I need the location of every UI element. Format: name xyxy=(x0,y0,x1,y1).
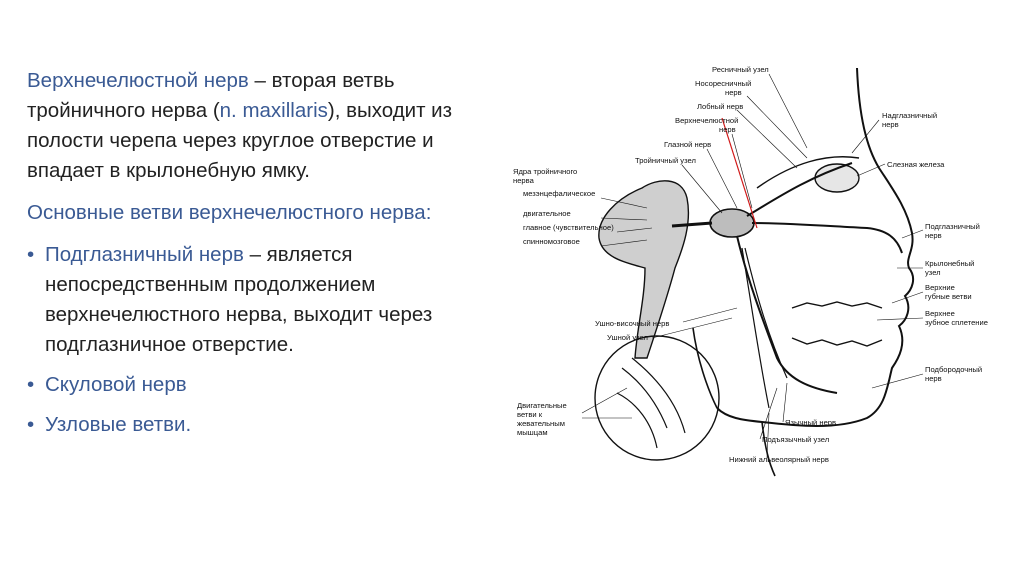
trigeminal-nerve-diagram: Ресничный узел Носоресничный нерв Лобный… xyxy=(507,58,1007,478)
bullet-icon: • xyxy=(27,240,34,270)
bullet-term: Скуловой нерв xyxy=(45,373,187,396)
bullet-icon: • xyxy=(27,370,34,400)
upper-teeth xyxy=(792,302,882,308)
label-auriculotemporal: Ушно-височный нерв xyxy=(595,319,669,328)
text-column: Верхнечелюстной нерв – вторая ветвь трой… xyxy=(27,66,497,450)
label-nuclei: Ядра тройничного xyxy=(513,167,577,176)
lower-teeth xyxy=(792,338,882,346)
list-item: •Подглазничный нерв – является непосредс… xyxy=(27,240,497,360)
neck-outline xyxy=(693,328,775,476)
anatomy-figure: Ресничный узел Носоресничный нерв Лобный… xyxy=(507,58,1007,478)
label-mental-nerve-2: нерв xyxy=(925,374,942,383)
label-infraorbital-2: нерв xyxy=(925,231,942,240)
label-infraorbital: Подглазничный xyxy=(925,222,980,231)
label-lingual-nerve: Язычный нерв xyxy=(785,418,836,427)
label-mesencephalic: мезэнцефалическое xyxy=(523,189,595,198)
label-supraorbital: Надглазничный xyxy=(882,111,937,120)
label-nasociliary: Носоресничный xyxy=(695,79,751,88)
label-ophthalmic-nerve: Глазной нерв xyxy=(664,140,711,149)
label-ciliary-ganglion: Ресничный узел xyxy=(712,65,769,74)
label-inferior-alveolar: Нижний альвеолярный нерв xyxy=(729,455,829,464)
label-pterygopalatine-2: узел xyxy=(925,268,941,277)
label-maxillary-nerve-2: нерв xyxy=(719,125,736,134)
label-motor-nucleus: двигательное xyxy=(523,209,571,218)
label-nasociliary-2: нерв xyxy=(725,88,742,97)
label-motor-branches-2: ветви к xyxy=(517,410,543,419)
label-dental-plexus-2: зубное сплетение xyxy=(925,318,988,327)
label-motor-branches: Двигательные xyxy=(517,401,567,410)
label-motor-branches-4: мышцам xyxy=(517,428,548,437)
maxillary-nerve xyxy=(752,223,902,253)
mandibular-nerve xyxy=(737,236,837,393)
branches-heading: Основные ветви верхнечелюстного нерва: xyxy=(27,198,497,228)
label-spinal-nucleus: спинномозговое xyxy=(523,237,580,246)
muscle-fibers xyxy=(617,358,685,448)
list-item: • Скуловой нерв xyxy=(27,370,497,400)
intro-latin: n. maxillaris xyxy=(220,99,328,122)
label-upper-labial-2: губные ветви xyxy=(925,292,972,301)
intro-paragraph: Верхнечелюстной нерв – вторая ветвь трой… xyxy=(27,66,497,186)
label-principal-nucleus: главное (чувствительное) xyxy=(523,223,614,232)
list-item: • Узловые ветви. xyxy=(27,410,497,440)
leader-lines xyxy=(582,74,923,458)
label-motor-branches-3: жевательным xyxy=(517,419,565,428)
muscles-inset xyxy=(595,336,719,460)
bullet-term: Подглазничный нерв xyxy=(45,243,244,266)
lingual-nerve xyxy=(745,248,787,378)
label-trigeminal-ganglion: Тройничный узел xyxy=(635,156,696,165)
trigeminal-ganglion-shape xyxy=(710,209,754,237)
label-supraorbital-2: нерв xyxy=(882,120,899,129)
label-pterygopalatine: Крылонебный xyxy=(925,259,974,268)
bullet-term: Узловые ветви. xyxy=(45,413,191,436)
label-sublingual-ganglion: Подъязычный узел xyxy=(762,435,829,444)
label-nuclei-2: нерва xyxy=(513,176,535,185)
branches-list: •Подглазничный нерв – является непосредс… xyxy=(27,240,497,440)
label-otic-ganglion: Ушной узел xyxy=(607,333,648,342)
bullet-icon: • xyxy=(27,410,34,440)
label-lacrimal-gland: Слезная железа xyxy=(887,160,945,169)
label-maxillary-nerve: Верхнечелюстной xyxy=(675,116,738,125)
label-upper-labial: Верхние xyxy=(925,283,955,292)
intro-term: Верхнечелюстной нерв xyxy=(27,69,249,92)
label-mental-nerve: Подбородочный xyxy=(925,365,982,374)
label-dental-plexus: Верхнее xyxy=(925,309,955,318)
label-frontal-nerve: Лобный нерв xyxy=(697,102,743,111)
